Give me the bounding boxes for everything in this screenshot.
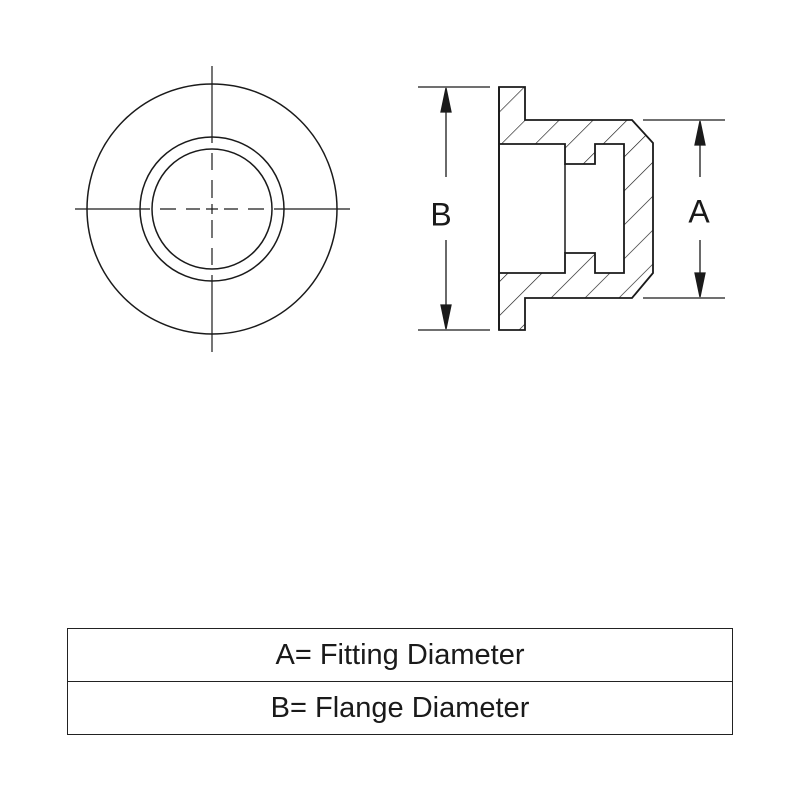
hatched-section	[498, 86, 654, 331]
arrow-up-icon	[694, 120, 706, 146]
inner-circle	[151, 148, 273, 270]
front-view	[75, 66, 350, 352]
arrow-up-icon	[440, 87, 452, 113]
centerlines	[75, 66, 350, 352]
legend-a: A= Fitting Diameter	[67, 628, 733, 682]
dimension-a-label: A	[686, 193, 712, 231]
legend-row: A= Fitting Diameter	[67, 628, 733, 682]
arrow-down-icon	[694, 272, 706, 298]
legend-b: B= Flange Diameter	[67, 681, 733, 735]
section-view	[498, 86, 654, 331]
legend-table: A= Fitting Diameter B= Flange Diameter	[67, 628, 733, 735]
dimension-b-label: B	[428, 196, 454, 234]
dimension-lines	[418, 86, 725, 331]
legend-row: B= Flange Diameter	[67, 681, 733, 735]
arrow-down-icon	[440, 304, 452, 330]
